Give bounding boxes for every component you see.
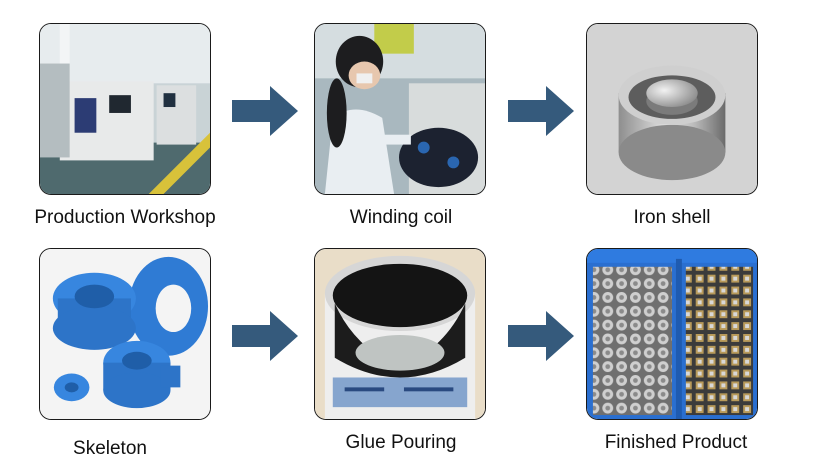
glue-pouring-photo bbox=[314, 248, 486, 420]
step-label-glue-pouring: Glue Pouring bbox=[345, 432, 457, 453]
finished-product-photo bbox=[586, 248, 758, 420]
arrow-right-icon bbox=[508, 86, 574, 136]
production-workshop-photo bbox=[39, 23, 211, 195]
arrow-right-icon bbox=[232, 86, 298, 136]
step-label-iron-shell: Iron shell bbox=[633, 207, 711, 228]
skeleton-photo bbox=[39, 248, 211, 420]
iron-shell-photo bbox=[586, 23, 758, 195]
step-label-skeleton: Skeleton bbox=[73, 438, 147, 459]
step-label-finished-product: Finished Product bbox=[604, 432, 748, 453]
arrow-right-icon bbox=[508, 311, 574, 361]
step-label-winding-coil: Winding coil bbox=[349, 207, 453, 228]
step-label-production-workshop: Production Workshop bbox=[34, 207, 216, 228]
arrow-right-icon bbox=[232, 311, 298, 361]
winding-coil-photo bbox=[314, 23, 486, 195]
